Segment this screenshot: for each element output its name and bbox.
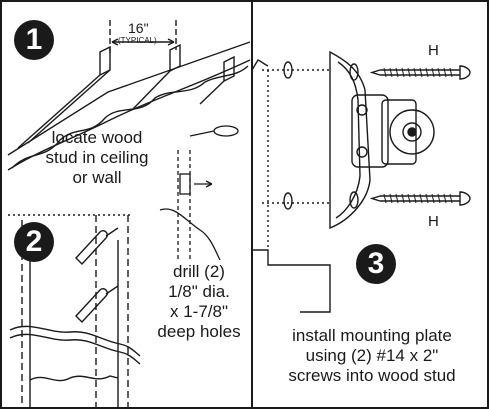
stud-finder-illustration	[159, 125, 239, 261]
step-3-badge: 3	[356, 244, 396, 284]
caption-line: drill (2)	[173, 262, 225, 281]
dimension-note: (TYPICAL)	[118, 36, 157, 45]
caption-line: install mounting plate	[292, 326, 452, 345]
dimension-label: 16"	[128, 20, 149, 36]
install-plate-caption: install mounting plate using (2) #14 x 2…	[262, 326, 482, 386]
wall-drilling-illustration	[8, 214, 141, 409]
step-1-badge: 1	[14, 20, 54, 60]
caption-line: stud in ceiling	[45, 148, 149, 167]
caption-line: 1/8" dia.	[168, 282, 230, 301]
caption-line: locate wood	[51, 128, 143, 147]
caption-line: screws into wood stud	[288, 366, 456, 385]
mounting-plate-illustration	[251, 50, 471, 313]
screw-threads	[383, 67, 453, 204]
caption-line: x 1-7/8"	[169, 302, 228, 321]
hardware-label-bottom: H	[428, 213, 439, 230]
hardware-label-top: H	[428, 42, 439, 59]
drill-holes-caption: drill (2) 1/8" dia. x 1-7/8" deep holes	[150, 262, 248, 342]
caption-line: using (2) #14 x 2"	[305, 346, 439, 365]
ceiling-joists-illustration	[7, 20, 251, 171]
locate-stud-caption: locate wood stud in ceiling or wall	[22, 128, 172, 188]
caption-line: deep holes	[157, 322, 241, 341]
caption-line: or wall	[72, 168, 122, 187]
step-2-badge: 2	[14, 222, 54, 262]
